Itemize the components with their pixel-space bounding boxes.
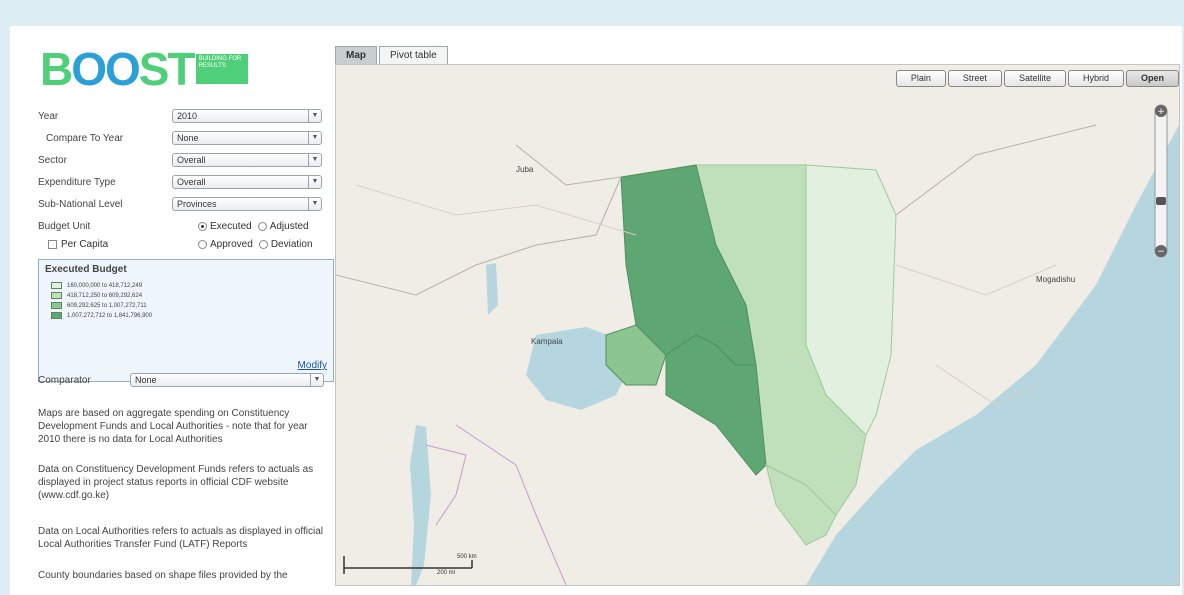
legend-swatch xyxy=(51,282,62,289)
subnational-select[interactable]: Provinces▼ xyxy=(172,197,322,211)
view-tabs: Map Pivot table xyxy=(335,46,450,64)
map-scale: 500 km 200 mi xyxy=(342,550,482,580)
legend-title: Executed Budget xyxy=(45,264,127,275)
expenditure-label: Expenditure Type xyxy=(38,176,116,188)
chevron-down-icon: ▼ xyxy=(308,132,321,144)
map-canvas xyxy=(336,124,1179,585)
scale-km: 500 km xyxy=(457,554,477,560)
expenditure-select[interactable]: Overall▼ xyxy=(172,175,322,189)
chevron-down-icon: ▼ xyxy=(308,176,321,188)
province-coast xyxy=(765,464,837,546)
map-type-street[interactable]: Street xyxy=(947,70,1002,87)
legend-swatch xyxy=(51,312,62,319)
map-type-plain[interactable]: Plain xyxy=(895,70,946,87)
logo-tagline: BUILDING FOR RESULTS xyxy=(195,54,248,84)
modify-link[interactable]: Modify xyxy=(297,360,327,371)
label-mogadishu: Mogadishu xyxy=(1036,275,1076,284)
tab-map[interactable]: Map xyxy=(335,46,377,64)
zoom-in-icon xyxy=(1155,105,1167,117)
legend-item: 418,712,250 to 609,292,624 xyxy=(51,291,142,300)
note-text: County boundaries based on shape files p… xyxy=(38,570,288,581)
svg-text:+: + xyxy=(1157,107,1165,117)
lake-tanganyika xyxy=(410,425,431,585)
svg-text:−: − xyxy=(1157,247,1165,257)
scale-mi: 200 mi xyxy=(437,570,456,576)
sector-row: Sector Overall▼ xyxy=(38,152,338,168)
zoom-handle xyxy=(1156,197,1166,205)
filter-panel: BOOST BUILDING FOR RESULTS Year 2010▼ Co… xyxy=(32,26,342,595)
note-text: Maps are based on aggregate spending on … xyxy=(38,408,308,445)
year-select[interactable]: 2010▼ xyxy=(172,109,322,123)
map-type-satellite[interactable]: Satellite xyxy=(1003,70,1066,87)
label-kampala: Kampala xyxy=(531,337,563,346)
radio-off-icon xyxy=(258,239,268,249)
legend-item: 160,000,000 to 418,712,249 xyxy=(51,281,142,290)
map-type-open[interactable]: Open xyxy=(1125,70,1179,87)
sector-label: Sector xyxy=(38,154,67,166)
chevron-down-icon: ▼ xyxy=(308,110,321,122)
compare-year-select[interactable]: None▼ xyxy=(172,131,322,145)
province-central-south xyxy=(665,334,767,476)
note-text: Data on Constituency Development Funds r… xyxy=(38,464,314,501)
zoom-out-icon xyxy=(1155,245,1167,257)
lake-albert xyxy=(486,263,498,315)
compare-label: Compare To Year xyxy=(46,132,124,144)
approved-radio[interactable]: Approved xyxy=(198,239,253,250)
year-label: Year xyxy=(38,110,59,122)
adjusted-radio[interactable]: Adjusted xyxy=(257,221,309,232)
comparator-select[interactable]: None▼ xyxy=(130,373,324,387)
zoom-control[interactable]: + − xyxy=(1151,101,1171,261)
tab-pivot-table[interactable]: Pivot table xyxy=(379,46,448,64)
app-frame: BOOST BUILDING FOR RESULTS Year 2010▼ Co… xyxy=(10,26,1182,595)
checkbox-icon xyxy=(48,239,57,249)
per-capita-checkbox[interactable]: Per Capita xyxy=(38,239,198,250)
logo-text: BOOST xyxy=(40,43,196,95)
subnational-label: Sub-National Level xyxy=(38,198,123,210)
radio-on-icon xyxy=(198,221,207,231)
executed-radio[interactable]: Executed xyxy=(198,221,252,232)
compare-row: Compare To Year None▼ xyxy=(38,130,338,146)
legend-swatch xyxy=(51,302,62,309)
legend-swatch xyxy=(51,292,62,299)
deviation-radio[interactable]: Deviation xyxy=(258,239,313,250)
zoom-track xyxy=(1154,104,1168,258)
legend-item: 1,007,272,712 to 1,841,796,900 xyxy=(51,311,152,320)
chevron-down-icon: ▼ xyxy=(308,198,321,210)
legend-item: 609,292,625 to 1,007,272,711 xyxy=(51,301,147,310)
budget-unit-row: Budget Unit Executed Adjusted xyxy=(38,218,338,234)
subnational-row: Sub-National Level Provinces▼ xyxy=(38,196,338,212)
map-type-toolbar: Plain Street Satellite Hybrid Open xyxy=(894,70,1179,87)
sector-select[interactable]: Overall▼ xyxy=(172,153,322,167)
lake-victoria xyxy=(526,327,631,410)
comparator-label: Comparator xyxy=(38,374,91,386)
ocean xyxy=(806,125,1179,585)
map-type-hybrid[interactable]: Hybrid xyxy=(1067,70,1124,87)
chevron-down-icon: ▼ xyxy=(310,374,323,386)
budget-unit-label: Budget Unit xyxy=(38,220,91,232)
scale-bar xyxy=(343,556,473,574)
per-capita-row: Per Capita Approved Deviation xyxy=(38,236,338,252)
boost-logo: BOOST BUILDING FOR RESULTS xyxy=(40,44,248,94)
radio-off-icon xyxy=(257,221,267,231)
label-juba: Juba xyxy=(516,165,534,174)
note-text: Data on Local Authorities refers to actu… xyxy=(38,526,323,550)
chevron-down-icon: ▼ xyxy=(308,154,321,166)
province-western xyxy=(605,324,667,386)
year-row: Year 2010▼ xyxy=(38,108,338,124)
map-view[interactable]: Juba Kampala Mogadishu Plain Street Sate… xyxy=(335,64,1180,586)
comparator-row: Comparator None▼ xyxy=(38,372,338,388)
expenditure-row: Expenditure Type Overall▼ xyxy=(38,174,338,190)
radio-off-icon xyxy=(198,239,207,249)
legend-box: Executed Budget 160,000,000 to 418,712,2… xyxy=(38,259,334,382)
